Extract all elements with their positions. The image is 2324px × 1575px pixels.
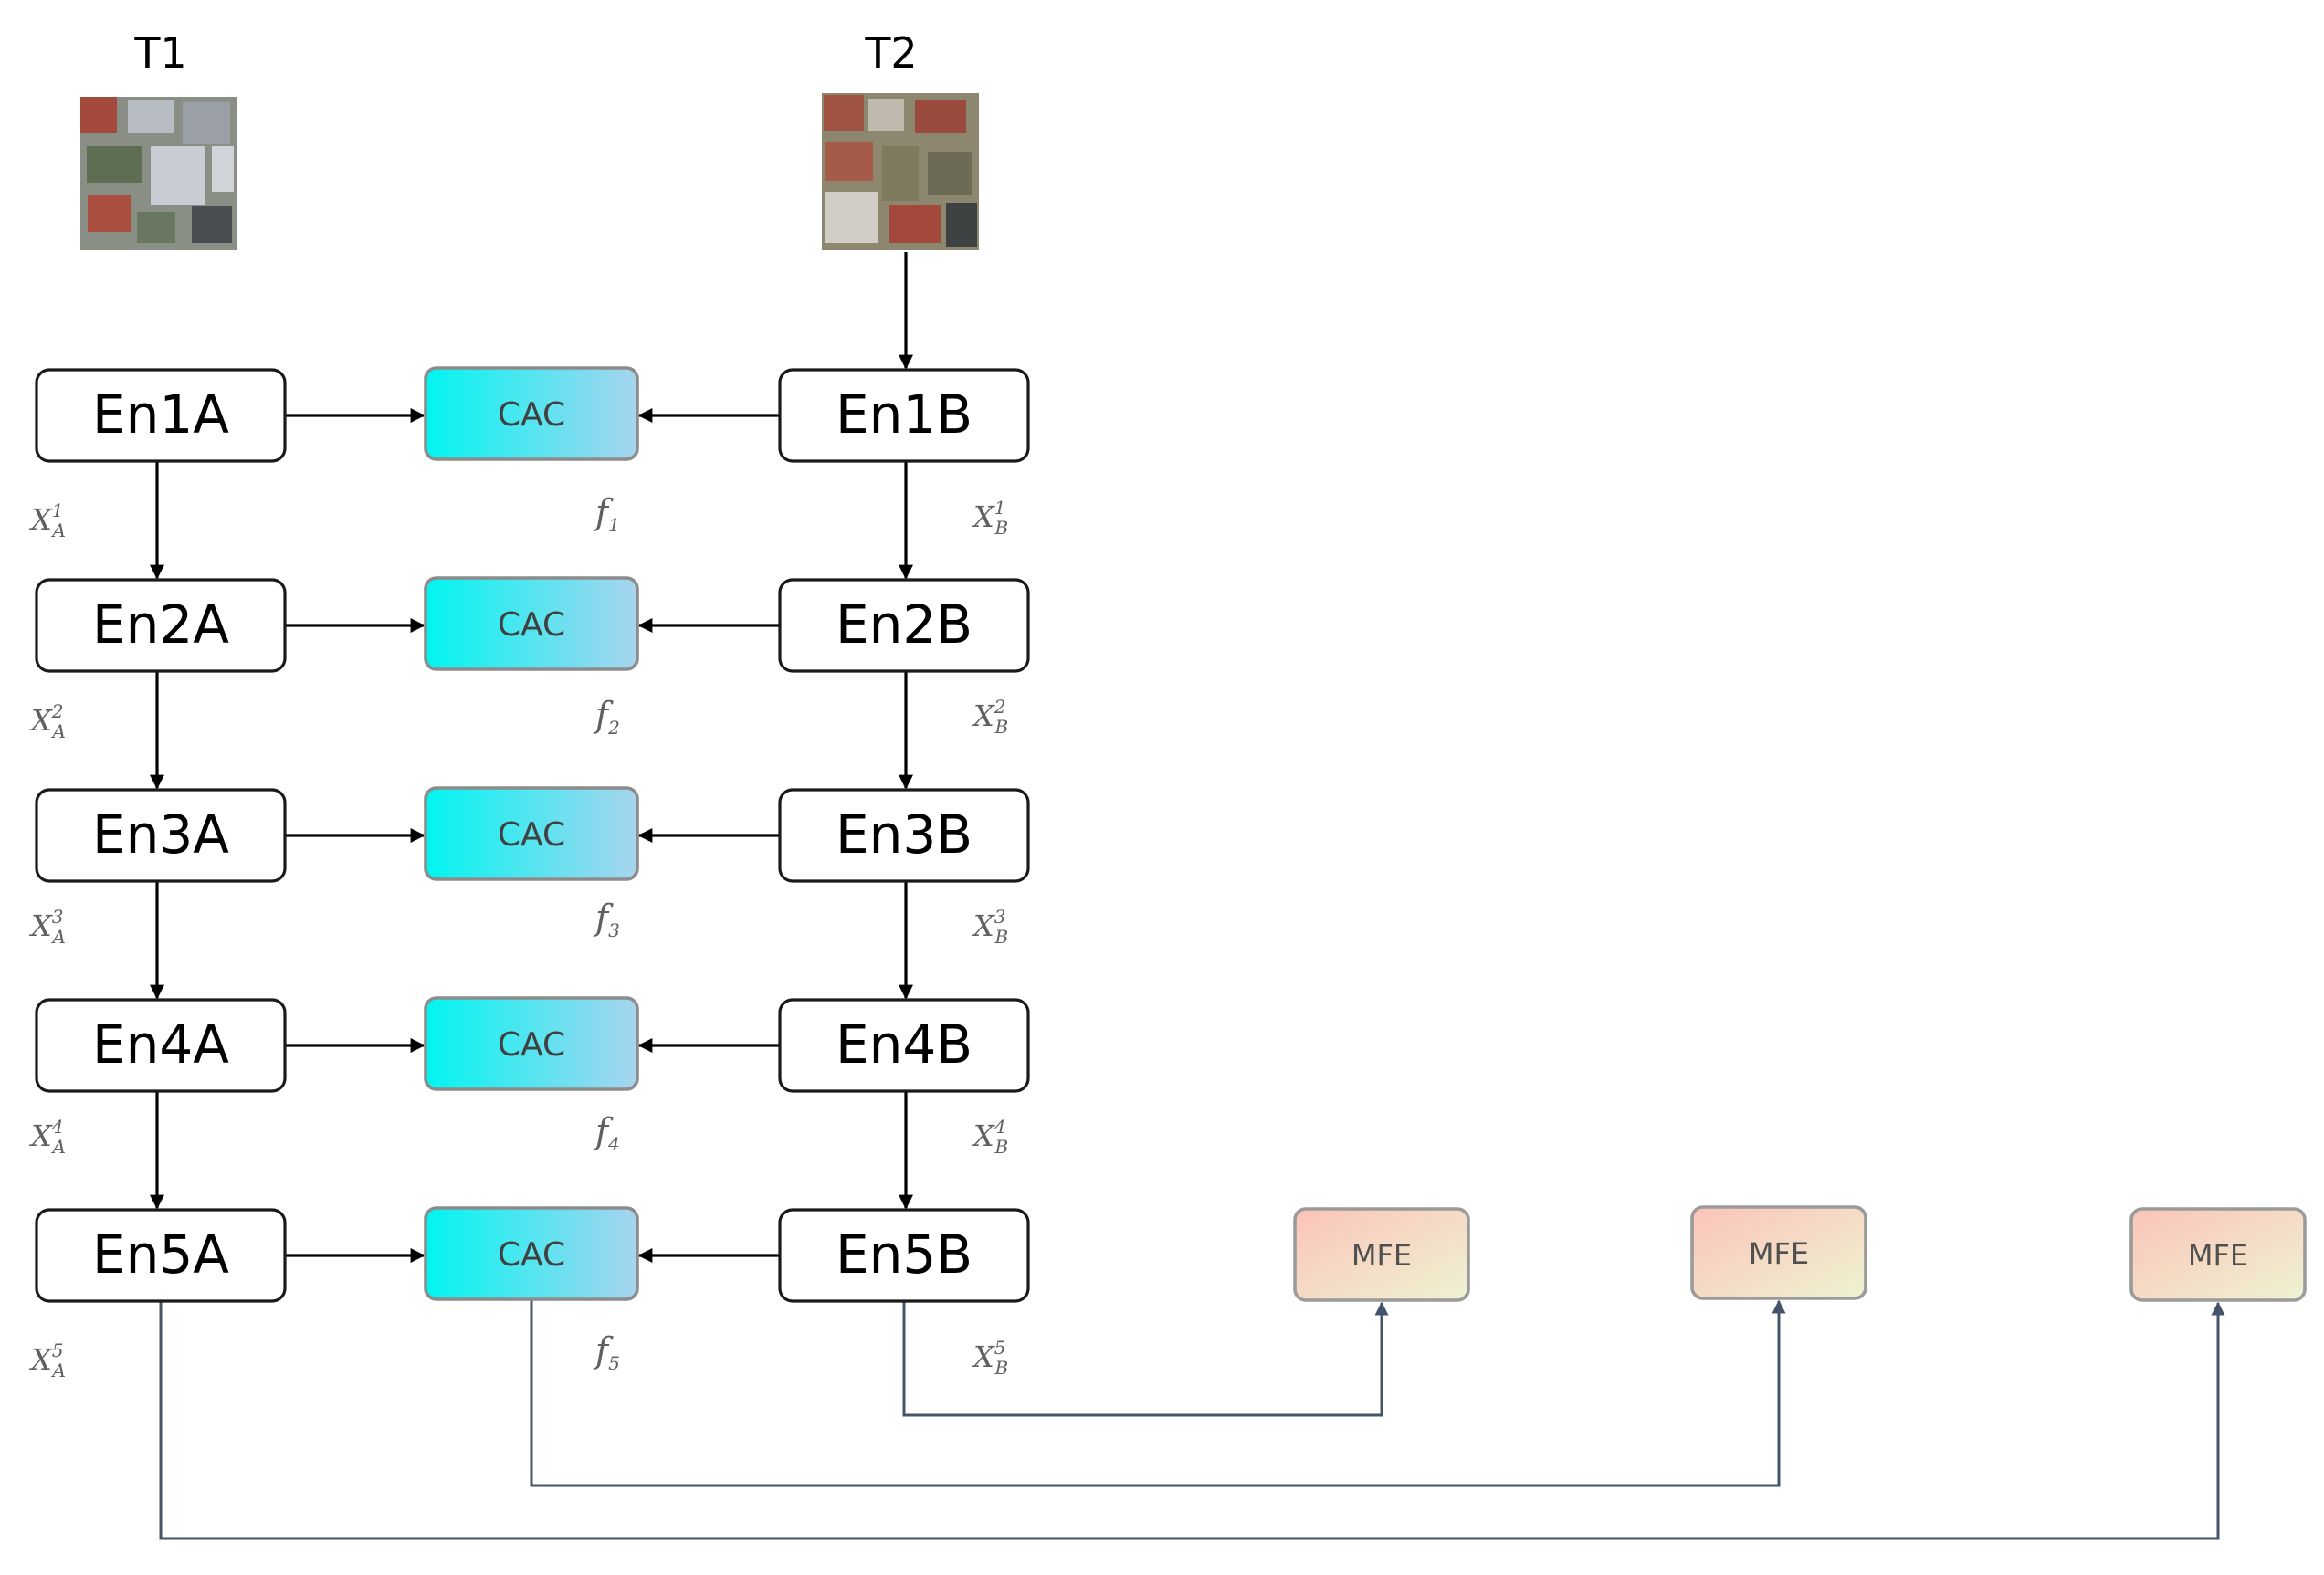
cac-label-2: CAC xyxy=(498,606,565,644)
fused-feature-2: f2 xyxy=(593,695,620,739)
encoder-flow-arrows xyxy=(150,252,913,1263)
encoder-a-label-2: En2A xyxy=(92,593,229,656)
mfe-module-3: MFE xyxy=(2129,1207,2307,1302)
encoder-b-label-1: En1B xyxy=(836,383,973,446)
cac-module-5: CAC xyxy=(424,1206,639,1301)
cac-module-3: CAC xyxy=(424,786,639,881)
encoder-b-label-4: En4B xyxy=(836,1013,973,1076)
encoder-b-block-3: En3B xyxy=(778,788,1030,883)
fused-feature-3: f3 xyxy=(593,898,620,941)
encoder-b-label-5: En5B xyxy=(836,1223,973,1286)
t2-label: T2 xyxy=(864,28,917,78)
cac-module-1: CAC xyxy=(424,366,639,461)
cac-label-5: CAC xyxy=(498,1236,565,1274)
encoder-b-label-2: En2B xyxy=(836,593,973,656)
connector-cac5-to-mfe-2 xyxy=(530,1299,1786,1487)
fused-feature-5: f5 xyxy=(593,1330,620,1374)
cac-column: CAC CAC CAC CAC CAC xyxy=(424,366,639,1301)
encoder-b-block-1: En1B xyxy=(778,368,1030,463)
encoder-a-column: En1A En2A En3A En4A En5A xyxy=(35,368,287,1303)
encoder-a-block-4: En4A xyxy=(35,998,287,1093)
encoder-a-block-3: En3A xyxy=(35,788,287,883)
encoder-b-block-4: En4B xyxy=(778,998,1030,1093)
encoder-b-block-5: En5B xyxy=(778,1208,1030,1303)
connector-en5b-to-mfe-1 xyxy=(902,1301,1389,1417)
cac-module-4: CAC xyxy=(424,996,639,1091)
cac-label-1: CAC xyxy=(498,396,565,434)
cac-module-2: CAC xyxy=(424,576,639,671)
cac-label-3: CAC xyxy=(498,816,565,854)
t1-label: T1 xyxy=(133,28,186,78)
encoder-b-column: En1B En2B En3B En4B En5B xyxy=(778,368,1030,1303)
cac-label-4: CAC xyxy=(498,1026,565,1064)
mfe-row: MFE MFE MFE xyxy=(1293,1205,2307,1302)
t2-aerial-image xyxy=(822,93,979,250)
mfe-label-1: MFE xyxy=(1351,1238,1412,1273)
fused-feature-4: f4 xyxy=(593,1111,620,1155)
t1-aerial-image xyxy=(80,97,237,250)
encoder-a-block-1: En1A xyxy=(35,368,287,463)
mfe-flow-connectors xyxy=(159,1299,2225,1540)
encoder-a-block-5: En5A xyxy=(35,1208,287,1303)
mfe-module-2: MFE xyxy=(1690,1205,1867,1300)
encoder-a-label-3: En3A xyxy=(92,803,229,866)
mfe-label-3: MFE xyxy=(2188,1238,2248,1273)
encoder-a-label-5: En5A xyxy=(92,1223,229,1286)
encoder-a-block-2: En2A xyxy=(35,578,287,673)
encoder-a-label-1: En1A xyxy=(92,383,229,446)
fused-feature-1: f1 xyxy=(593,492,620,536)
encoder-b-block-2: En2B xyxy=(778,578,1030,673)
encoder-b-label-3: En3B xyxy=(836,803,973,866)
encoder-a-label-4: En4A xyxy=(92,1013,229,1076)
mfe-label-2: MFE xyxy=(1749,1236,1809,1271)
connector-en5a-to-mfe-3 xyxy=(159,1301,2225,1540)
mfe-module-1: MFE xyxy=(1293,1207,1470,1302)
